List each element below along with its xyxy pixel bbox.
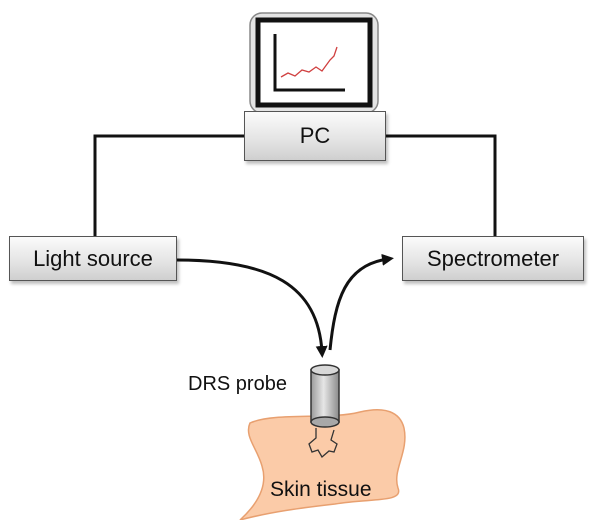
light-source-label: Light source	[33, 245, 153, 271]
monitor-icon	[249, 12, 379, 114]
light-source-box: Light source	[9, 236, 177, 281]
spectrometer-box: Spectrometer	[402, 236, 584, 281]
probe-icon	[308, 364, 340, 459]
pc-spectrometer-line	[386, 134, 497, 236]
spectrometer-label: Spectrometer	[426, 245, 560, 271]
pc-light-line	[93, 134, 244, 236]
monitor-trace	[280, 46, 338, 78]
skin-tissue-shape	[239, 408, 406, 520]
tissue-label: Skin tissue	[270, 478, 372, 501]
pc-label: PC	[299, 123, 331, 148]
probe-to-spectrometer-arrow	[328, 253, 394, 351]
probe-label: DRS probe	[188, 373, 287, 395]
pc-box: PC	[244, 111, 386, 161]
light-to-probe-arrow	[176, 258, 328, 358]
